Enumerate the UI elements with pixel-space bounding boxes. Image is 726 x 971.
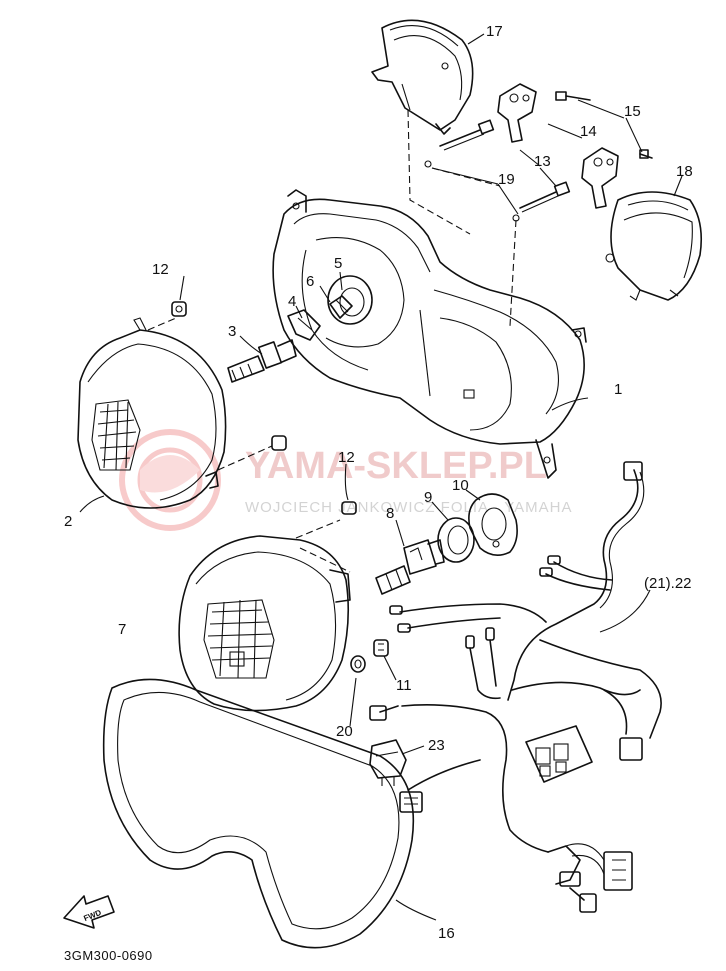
watermark: YAMA-SKLEP.PL WOJCIECH JANKOWICZ FOLIA ·… [119,429,572,531]
part-6-spring [329,295,353,319]
part-18-cover [605,191,703,301]
watermark-title: YAMA-SKLEP.PL [245,445,547,487]
callout-1: 1 [614,381,622,398]
part-20-grommet [350,655,366,673]
callout-12-upper: 12 [152,261,169,278]
callout-10: 10 [452,477,469,494]
callout-12-lower: 12 [338,449,355,466]
callout-4: 4 [288,293,296,310]
callout-21-22: (21).22 [644,575,692,592]
wiring-harness [369,461,662,913]
callout-18: 18 [676,163,693,180]
part-11-bulb-small [373,639,389,657]
callout-9: 9 [424,489,432,506]
part-5-socket [327,275,373,325]
callout-13: 13 [534,153,551,170]
callout-6: 6 [306,273,314,290]
part-23-relay [369,739,407,786]
callout-2: 2 [64,513,72,530]
part-9-seal [437,517,475,563]
callout-3: 3 [228,323,236,340]
part-12-nut-upper [171,301,187,317]
harness-end-connectors [547,843,633,913]
part-4-clip [287,309,321,341]
callout-8: 8 [386,505,394,522]
callout-14: 14 [580,123,597,140]
part-16-rim [102,678,415,949]
part-7-headlight-lower [178,535,351,712]
callout-15: 15 [624,103,641,120]
part-10-boot [468,493,518,556]
lens-pattern [91,399,141,471]
leader-lines [79,33,683,921]
callout-23: 23 [428,737,445,754]
part-14-bracket-top [497,83,537,143]
part-3-bulb [227,339,297,383]
harness-connector-block [525,725,593,783]
watermark-subtitle: WOJCIECH JANKOWICZ FOLIA · YAMAHA [245,499,572,516]
part-1-housing [272,189,587,479]
callout-20: 20 [336,723,353,740]
watermark-logo [119,429,221,531]
callouts: 1 2 3 4 5 6 7 8 9 10 11 12 12 13 14 15 1… [64,23,693,942]
callout-7: 7 [118,621,126,638]
part-15-bolts [555,91,653,159]
part-12-nut-lower [271,435,357,515]
part-8-bulb [375,539,445,595]
part-14-bracket-bottom [581,147,619,209]
callout-5: 5 [334,255,342,272]
lower-lens-pattern [203,599,275,679]
part-17-cover [371,19,474,135]
callout-17: 17 [486,23,503,40]
part-13-screws [439,119,571,213]
part-2-headlight-left [77,317,227,509]
fwd-arrow-icon: FWD [63,895,115,929]
callout-11: 11 [396,677,412,694]
callout-19: 19 [498,171,515,188]
callout-16: 16 [438,925,455,942]
diagram-code: 3GM300-0690 [64,948,153,963]
